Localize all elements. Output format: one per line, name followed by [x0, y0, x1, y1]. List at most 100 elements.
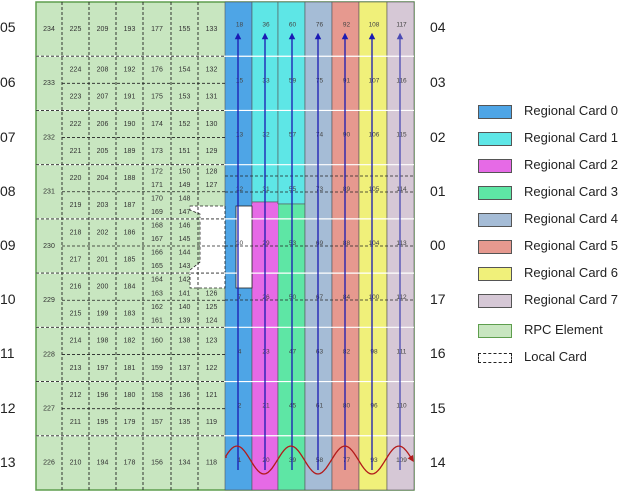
cell-label: 198	[97, 338, 109, 345]
strip-label: 20	[262, 457, 270, 464]
strip-label: 23	[262, 348, 270, 355]
cell-label: 131	[206, 94, 218, 101]
cell-label: 130	[206, 121, 218, 128]
cell-label: 123	[206, 338, 218, 345]
strip-label: 50	[289, 294, 297, 301]
legend-swatch	[478, 353, 512, 363]
strip-label: 109	[396, 457, 407, 464]
strip-label: 96	[370, 403, 378, 410]
cell-label: 203	[97, 202, 109, 209]
cell-label: 149	[179, 182, 191, 189]
strip-label: 55	[289, 186, 297, 193]
strip-label: 77	[343, 457, 351, 464]
cell-label: 143	[179, 263, 191, 270]
cell-label: 227	[43, 406, 55, 413]
legend-label: Regional Card 1	[524, 130, 618, 145]
cell-label: 177	[151, 26, 163, 33]
strip-label: 60	[289, 22, 297, 29]
cell-label: 223	[70, 94, 82, 101]
strip-label: 67	[316, 294, 324, 301]
cell-label: 158	[151, 392, 163, 399]
cell-label: 119	[206, 419, 217, 426]
legend-item: Local Card	[478, 346, 638, 373]
cell-label: 156	[151, 460, 163, 467]
cell-label: 162	[151, 304, 163, 311]
cell-label: 216	[70, 284, 82, 291]
cell-label: 153	[179, 94, 191, 101]
legend-label: Regional Card 7	[524, 292, 618, 307]
strip-label: 39	[289, 457, 297, 464]
cell-label: 155	[179, 26, 191, 33]
cell-label: 205	[97, 148, 109, 155]
cell-label: 147	[179, 209, 191, 216]
strip-label: 1	[238, 457, 242, 464]
legend-swatch	[478, 240, 512, 254]
strip-label: 115	[396, 132, 407, 139]
cell-label: 137	[179, 365, 191, 372]
strip-label: 18	[236, 22, 244, 29]
cell-label: 222	[70, 121, 82, 128]
cell-label: 219	[70, 202, 82, 209]
left-row-label: 07	[0, 128, 16, 145]
cell-label: 197	[97, 365, 109, 372]
legend-item: Regional Card 2	[478, 154, 638, 181]
strip-label: 29	[262, 240, 270, 247]
strip-label: 88	[343, 240, 351, 247]
cell-label: 128	[206, 168, 218, 175]
cell-label: 148	[179, 195, 191, 202]
cell-label: 211	[70, 419, 81, 426]
legend-swatch	[478, 159, 512, 173]
cell-label: 145	[179, 236, 191, 243]
strip-label: 69	[316, 240, 324, 247]
left-row-label: 08	[0, 182, 16, 199]
strip-label: 90	[343, 132, 351, 139]
cell-label: 186	[124, 229, 136, 236]
strip-label: 58	[316, 457, 324, 464]
cell-label: 215	[70, 311, 82, 318]
cell-label: 121	[206, 392, 218, 399]
daisy-chain-wave	[225, 445, 414, 475]
cell-label: 185	[124, 256, 136, 263]
cell-label: 234	[43, 26, 55, 33]
strip-label: 75	[316, 77, 324, 84]
strip-label: 26	[262, 294, 270, 301]
cell-label: 129	[206, 148, 218, 155]
strip-label: 74	[316, 132, 324, 139]
cell-label: 218	[70, 229, 82, 236]
cell-label: 152	[179, 121, 191, 128]
cell-label: 141	[179, 290, 191, 297]
cell-label: 126	[206, 290, 218, 297]
legend-item: Regional Card 0	[478, 100, 638, 127]
strip-label: 61	[316, 403, 324, 410]
strip-label: 36	[262, 22, 270, 29]
cell-label: 165	[151, 263, 163, 270]
cell-label: 226	[43, 460, 55, 467]
cell-label: 118	[206, 460, 217, 467]
cell-label: 212	[70, 392, 82, 399]
strip-label: 32	[262, 132, 270, 139]
legend-label: Regional Card 0	[524, 103, 618, 118]
center-hole	[189, 205, 226, 289]
cell-label: 124	[206, 317, 218, 324]
cell-label: 174	[151, 121, 163, 128]
cell-label: 176	[151, 67, 163, 74]
legend-swatch	[478, 132, 512, 146]
cell-label: 193	[124, 26, 136, 33]
cell-label: 171	[151, 182, 163, 189]
cell-label: 233	[43, 80, 55, 87]
cell-label: 168	[151, 223, 163, 230]
strip-label: 2	[238, 403, 242, 410]
legend-label: Regional Card 6	[524, 265, 618, 280]
cell-label: 179	[124, 419, 136, 426]
cell-label: 232	[43, 134, 55, 141]
strip-label: 82	[343, 348, 351, 355]
strip-label: 59	[289, 77, 297, 84]
legend-swatch	[478, 267, 512, 281]
legend-swatch	[478, 186, 512, 200]
cell-label: 221	[70, 148, 82, 155]
cell-label: 190	[124, 121, 136, 128]
cell-label: 138	[179, 338, 191, 345]
right-row-label: 15	[430, 399, 446, 416]
